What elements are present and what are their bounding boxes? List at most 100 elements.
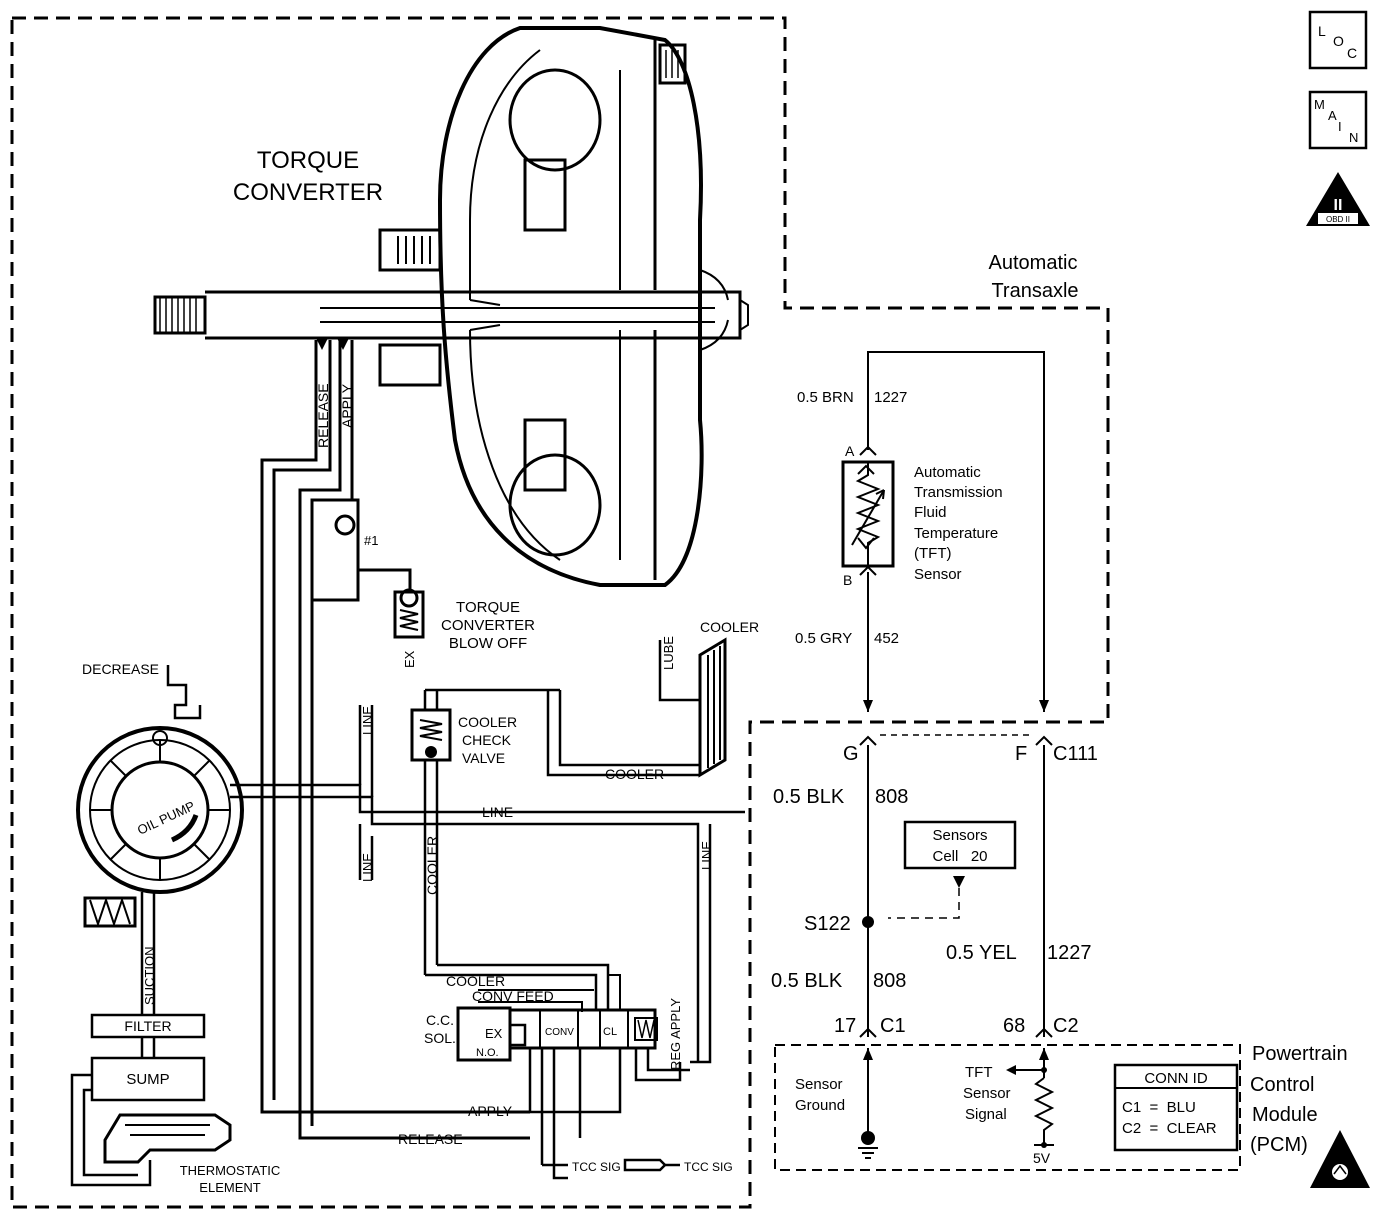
pcm-label-1: Powertrain [1252,1043,1348,1065]
wire-blk-1-gauge: 0.5 BLK [773,786,845,808]
splice-s122-label: S122 [804,913,851,935]
sump-label: SUMP [126,1071,169,1088]
reference-voltage-label: 5V [1033,1150,1051,1166]
sensor-name-6: Sensor [914,566,962,583]
wire-gry-circuit: 452 [874,630,899,647]
line-label-right: LINE [699,841,714,870]
cooler-line-label: COOLER [605,766,664,782]
cooler-top-label: COOLER [700,619,759,635]
svg-text:C: C [1347,45,1357,61]
conv-label: CONV [545,1027,574,1038]
svg-text:I: I [1338,119,1342,134]
main-icon[interactable]: M A I N [1308,90,1368,150]
svg-text:N: N [1349,130,1358,145]
filter-box [90,1013,206,1039]
pin-a-label: A [845,443,855,459]
suction-label: SUCTION [142,947,157,1006]
reg-apply-label: REG APPLY [668,998,683,1070]
esd-warning-icon [1310,1130,1370,1188]
tcc-sig-label-1: TCC SIG [572,1160,621,1174]
wire-gry-gauge: 0.5 GRY [795,630,852,647]
pcm-label-4: (PCM) [1250,1134,1308,1156]
cooler-vertical-label: COOLER [424,836,440,895]
decrease-label: DECREASE [82,661,159,677]
sensors-cell-label-2: Cell 20 [932,848,987,865]
svg-text:II: II [1334,197,1343,214]
connector-pin-f: F [1015,743,1027,765]
torque-converter [378,26,729,587]
pcm-label-3: Module [1252,1104,1318,1126]
wire-blk-2-circuit: 808 [873,970,906,992]
no-label: N.O. [476,1047,499,1059]
solenoid-ex-label: EX [485,1026,503,1041]
sensor-name-2: Transmission [914,484,1003,501]
pcm-label-2: Control [1250,1074,1314,1096]
connector-pin-g: G [843,743,859,765]
conv-feed-label: CONV FEED [472,988,554,1004]
cc-sol-label-2: SOL. [424,1030,456,1046]
suction-passage [140,892,156,1058]
connector-c111: C111 [1053,743,1098,765]
cooler-low-label: COOLER [446,973,505,989]
line-label-horizontal: LINE [482,804,513,820]
conn-id-title: CONN ID [1144,1070,1208,1087]
svg-text:A: A [1328,108,1337,123]
svg-text:M: M [1314,97,1325,112]
ground-symbol-icon [858,1048,878,1159]
cooler-check-valve-label-2: CHECK [462,732,512,748]
sump-box [90,1056,206,1102]
pin-b-label: B [843,572,852,588]
wire-brn-gauge: 0.5 BRN [797,389,854,406]
blowoff-label-3: BLOW OFF [449,635,527,652]
tft-signal-label-3: Signal [965,1106,1007,1123]
blowoff-ex-label: EX [402,650,417,668]
pressure-regulator-spring [83,896,137,928]
tcc-valve-body [425,963,690,1180]
torque-converter-label-2: CONVERTER [233,179,383,206]
sensor-name-3: Fluid [914,504,947,521]
cooler-check-valve-label-1: COOLER [458,714,517,730]
input-shaft [153,290,749,340]
filter-label: FILTER [124,1018,171,1034]
check-ball-1 [310,498,412,602]
cooler-check-valve-label-3: VALVE [462,750,505,766]
blowoff-label-2: CONVERTER [441,617,535,634]
obd-ii-icon[interactable]: II OBD II [1306,172,1370,226]
wire-yel-gauge: 0.5 YEL [946,942,1017,964]
apply-label: APPLY [339,383,355,428]
sensor-name-5: (TFT) [914,545,951,562]
torque-converter-label-1: TORQUE [257,147,359,174]
check-ball-label: #1 [364,533,378,548]
svg-text:L: L [1318,23,1326,39]
sensor-name-1: Automatic [914,464,981,481]
wire-yel-circuit: 1227 [1047,942,1092,964]
line-label-top: LINE [360,706,375,735]
cooler-radiator [546,637,727,778]
release-line-label: RELEASE [398,1131,463,1147]
pcm-connector-c1: C1 [880,1015,906,1037]
conn-id-c1: C1 = BLU [1122,1099,1196,1116]
thermostatic-element [103,1113,232,1164]
conn-id-c2: C2 = CLEAR [1122,1120,1217,1137]
loc-icon[interactable]: L O C [1308,10,1368,70]
line-passages [230,705,745,1064]
sensors-cell-box[interactable] [903,820,1017,870]
cooler-check-valve [410,688,560,975]
sump-return [70,1073,152,1187]
tft-signal-label-2: Sensor [963,1085,1011,1102]
pcm-boundary [774,1044,1241,1171]
cc-sol-label-1: C.C. [426,1012,454,1028]
transaxle-boundary [10,16,1110,1209]
transaxle-label-2: Transaxle [991,280,1078,302]
tft-signal-label-1: TFT [965,1064,993,1081]
svg-text:O: O [1333,33,1344,49]
sensors-cell-label-1: Sensors [932,827,987,844]
sensor-ground-label-2: Ground [795,1097,845,1114]
transaxle-label-1: Automatic [989,252,1078,274]
thermostatic-label-1: THERMOSTATIC [180,1163,281,1178]
cell-pointer-icon [953,876,965,888]
wire-blk-2-gauge: 0.5 BLK [771,970,843,992]
sensor-ground-label-1: Sensor [795,1076,843,1093]
wire-brn-circuit: 1227 [874,389,907,406]
